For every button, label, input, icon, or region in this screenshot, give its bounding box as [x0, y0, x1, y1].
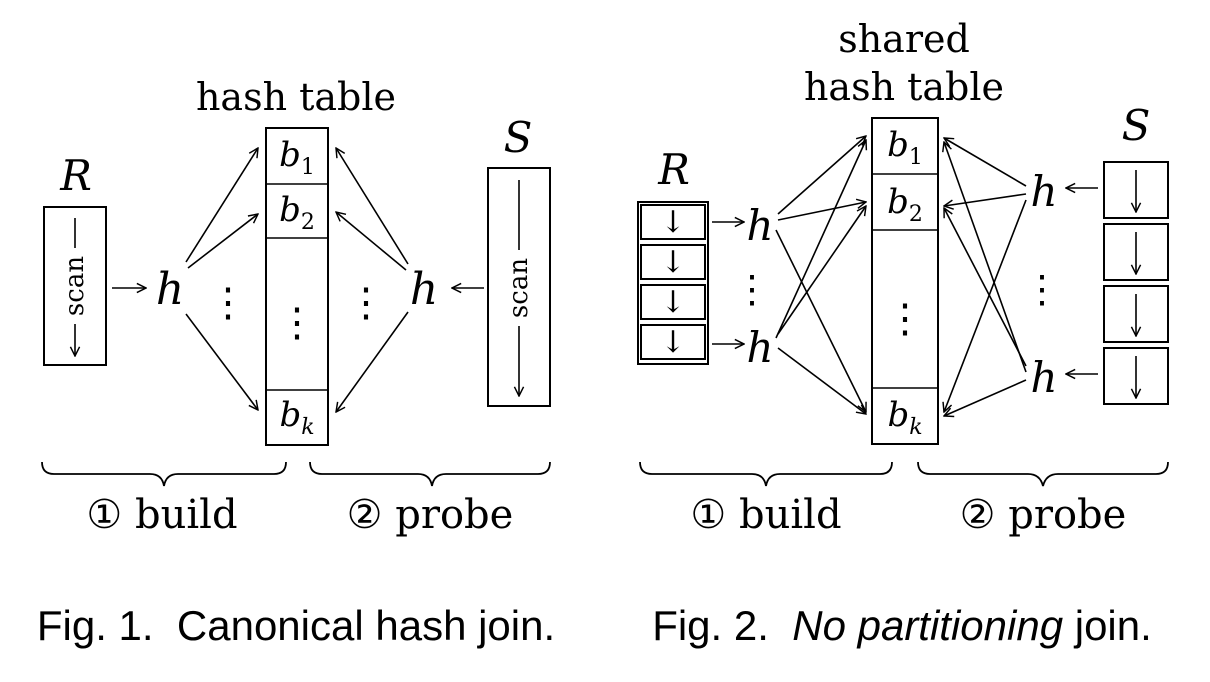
fig1-hash-build: h: [156, 264, 184, 315]
fig2-bucket-b1: b1: [887, 125, 923, 170]
fig2-phase-probe: ② probe: [960, 492, 1127, 538]
fig1-probe-brace: [309, 461, 551, 487]
fig2-hash-table-label-line2: hash table: [804, 65, 1004, 109]
fig2-probe-vdots: ⋮: [1023, 267, 1061, 311]
fig1-caption: Fig. 1. Canonical hash join.: [37, 602, 555, 649]
fig1-relation-s: S: [504, 113, 533, 162]
fig1-relation-r: R: [59, 151, 92, 200]
fig2-build-brace: [639, 461, 893, 487]
figure-1-canonical-hash-join: hash table R scan h ⋮ b1 b2 ⋮ bk ⋮ h: [37, 75, 555, 649]
fig2-bucket-bk: bk: [887, 395, 922, 440]
fig1-hash-table-label: hash table: [196, 75, 396, 119]
fig2-bucket-b2: b2: [887, 182, 923, 227]
fig2-relation-s: S: [1122, 101, 1151, 150]
fig1-bucket-bk: bk: [279, 395, 314, 440]
svg-text:↓: ↓: [660, 325, 685, 360]
fig1-build-arrows: [185, 148, 258, 410]
fig2-build-arrows: [775, 136, 866, 414]
fig2-probe-arrows: [944, 138, 1027, 416]
fig1-build-vdots: ⋮: [208, 280, 248, 326]
fig2-shared-hash-table: [871, 117, 939, 445]
fig1-r-scan-label: scan: [60, 256, 90, 316]
fig1-probe-vdots: ⋮: [346, 280, 386, 326]
fig1-s-scan-label: scan: [504, 258, 534, 318]
fig2-build-vdots: ⋮: [733, 267, 771, 311]
fig1-table-vdots: ⋮: [277, 300, 317, 346]
fig1-probe-arrows: [336, 148, 409, 412]
fig2-phase-build: ① build: [690, 492, 841, 538]
fig2-probe-brace: [917, 461, 1169, 487]
fig1-bucket-b1: b1: [279, 135, 315, 180]
fig2-r-partition-cells: ↓ ↓ ↓ ↓: [640, 204, 706, 360]
fig2-hash-table-label-line1: shared: [838, 17, 970, 61]
fig1-build-brace: [41, 461, 287, 487]
fig2-table-vdots: ⋮: [885, 296, 925, 342]
fig2-hash-build-1: h: [746, 201, 773, 250]
figure-2-no-partitioning-join: shared hash table R ↓ ↓ ↓ ↓ h ⋮ h b1 b2 …: [637, 17, 1169, 649]
fig1-bucket-b2: b2: [279, 190, 315, 235]
fig2-caption: Fig. 2. No partitioning join.: [652, 602, 1152, 649]
fig2-relation-r: R: [657, 145, 690, 194]
fig2-s-partitions: [1103, 161, 1169, 405]
fig2-hash-probe-1: h: [1030, 167, 1057, 216]
svg-text:↓: ↓: [660, 285, 685, 320]
svg-text:↓: ↓: [660, 245, 685, 280]
fig1-phase-probe: ② probe: [347, 492, 514, 538]
fig2-hash-probe-2: h: [1030, 353, 1057, 402]
fig1-phase-build: ① build: [86, 492, 237, 538]
fig1-hash-probe: h: [410, 264, 438, 315]
fig2-hash-build-2: h: [746, 323, 773, 372]
fig1-hash-table: [265, 127, 329, 446]
svg-text:↓: ↓: [660, 205, 685, 240]
